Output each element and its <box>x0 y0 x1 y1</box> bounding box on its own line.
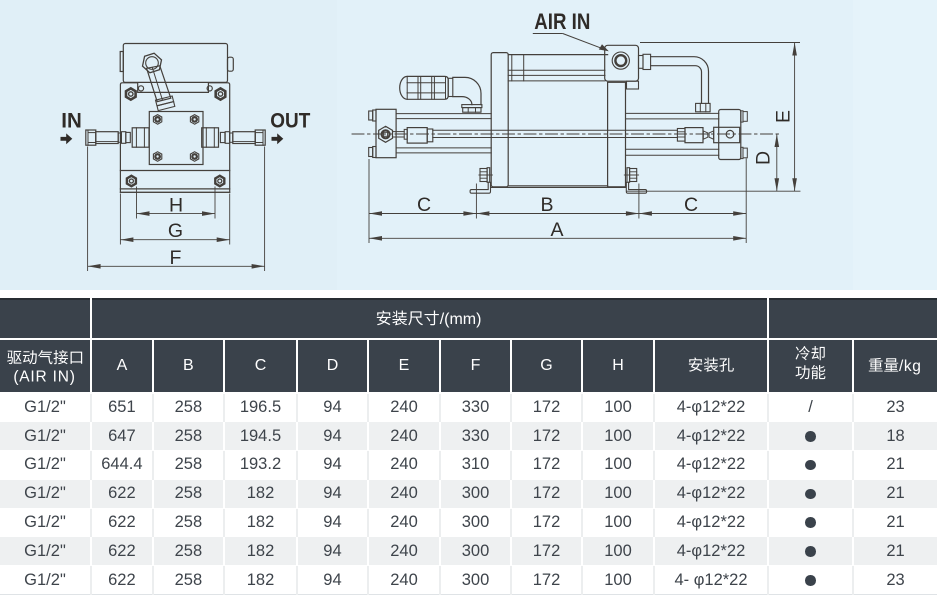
svg-text:AIR IN: AIR IN <box>534 9 590 34</box>
svg-text:OUT: OUT <box>270 109 310 133</box>
svg-text:C: C <box>417 194 431 216</box>
svg-text:E: E <box>772 110 794 123</box>
svg-text:C: C <box>684 194 698 216</box>
svg-text:B: B <box>540 194 553 216</box>
svg-text:A: A <box>550 219 563 241</box>
svg-text:G: G <box>168 220 183 242</box>
svg-text:IN: IN <box>61 109 82 133</box>
svg-text:F: F <box>170 247 182 269</box>
svg-text:H: H <box>169 194 183 216</box>
svg-text:D: D <box>752 151 774 165</box>
